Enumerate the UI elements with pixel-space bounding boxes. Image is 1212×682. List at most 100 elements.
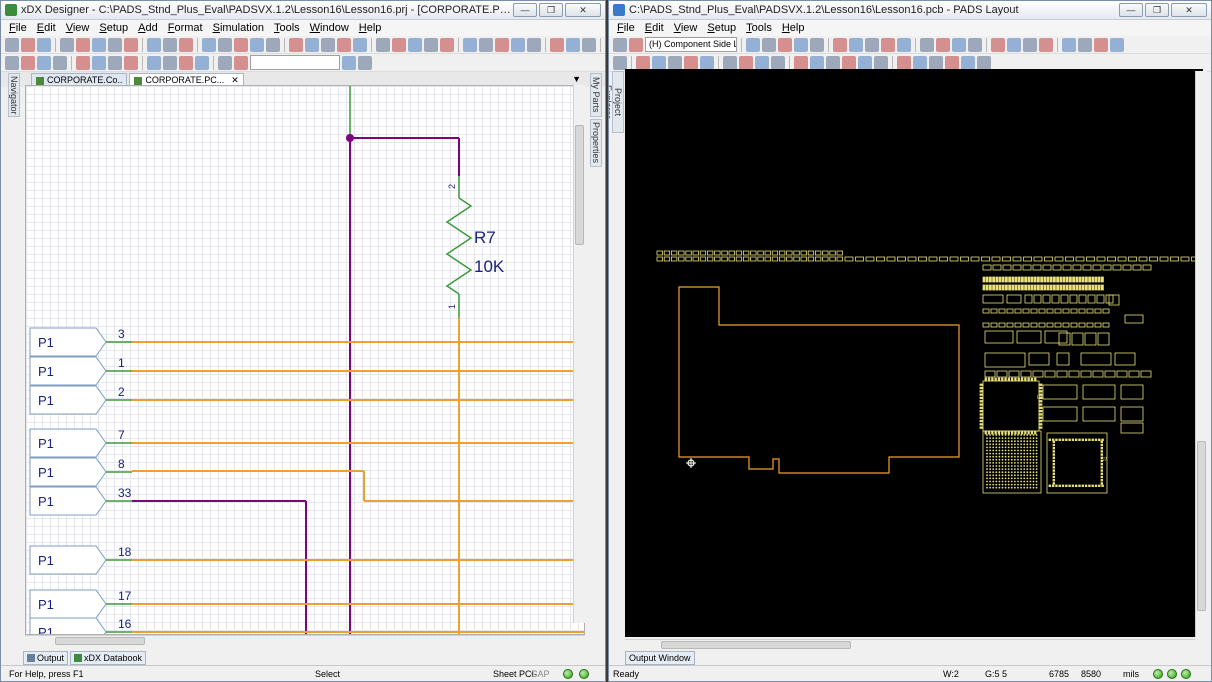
toolbar-tool-icon[interactable] [1110, 37, 1124, 52]
pcb-pad[interactable] [985, 284, 989, 291]
pcb-pad[interactable] [1014, 284, 1018, 291]
left-titlebar[interactable]: xDX Designer - C:\PADS_Stnd_Plus_Eval\PA… [1, 1, 605, 20]
pcb-footprint[interactable] [1051, 294, 1060, 304]
right-titlebar[interactable]: C:\PADS_Stnd_Plus_Eval\PADSVX.1.2\Lesson… [609, 1, 1211, 20]
pcb-pad[interactable] [1078, 284, 1082, 291]
pcb-pad[interactable] [1020, 430, 1024, 435]
pcb-footprint[interactable] [1065, 256, 1074, 262]
pcb-footprint[interactable] [1070, 308, 1078, 314]
pcb-footprint[interactable] [1105, 294, 1114, 304]
pcb-footprint[interactable] [1058, 332, 1071, 346]
pcb-footprint[interactable] [1082, 384, 1116, 400]
pcb-pad[interactable] [1004, 430, 1007, 435]
right-menu-tools[interactable]: Tools [746, 22, 772, 34]
pcb-pad[interactable] [1033, 276, 1037, 283]
toolbar-tool-icon[interactable] [37, 55, 51, 70]
pcb-footprint[interactable] [886, 256, 896, 262]
pcb-footprint[interactable] [1006, 294, 1022, 304]
pcb-footprint[interactable] [1097, 332, 1110, 346]
pcb-footprint[interactable] [982, 294, 1004, 304]
pcb-pad[interactable] [1078, 438, 1081, 442]
pcb-pad[interactable] [1074, 484, 1078, 488]
pcb-footprint[interactable] [656, 250, 663, 256]
pcb-pad[interactable] [1065, 276, 1069, 283]
pcb-footprint[interactable] [1086, 308, 1094, 314]
toolbar-tool-icon[interactable] [952, 37, 966, 52]
toolbar-tool-icon[interactable] [21, 37, 35, 52]
toolbar-tool-icon[interactable] [234, 55, 248, 70]
pcb-footprint[interactable] [771, 250, 779, 256]
pcb-footprint[interactable] [1128, 256, 1137, 262]
pcb-pad[interactable] [1052, 456, 1056, 460]
pcb-pad[interactable] [1098, 484, 1101, 488]
pcb-footprint[interactable] [1032, 370, 1044, 378]
pcb-pad[interactable] [1052, 276, 1056, 283]
pcb-pad[interactable] [1038, 416, 1043, 419]
pcb-footprint[interactable] [778, 250, 786, 256]
pcb-footprint[interactable] [692, 256, 699, 262]
pcb-pad[interactable] [1007, 377, 1011, 382]
left-menu-file[interactable]: File [9, 22, 27, 34]
toolbar-tool-icon[interactable] [342, 55, 356, 70]
toolbar-tool-icon[interactable] [810, 55, 824, 70]
pcb-footprint[interactable] [678, 256, 685, 262]
toolbar-tool-icon[interactable] [92, 37, 106, 52]
pcb-footprint[interactable] [778, 256, 786, 262]
toolbar-tool-icon[interactable] [527, 37, 541, 52]
pcb-pad[interactable] [1097, 276, 1101, 283]
pcb-footprint[interactable] [829, 250, 836, 256]
pcb-footprint[interactable] [735, 250, 743, 256]
pcb-pad[interactable] [979, 413, 984, 416]
pcb-pad[interactable] [1075, 276, 1079, 283]
pcb-pad[interactable] [1058, 484, 1061, 488]
pcb-footprint[interactable] [1086, 256, 1095, 262]
pcb-footprint[interactable] [721, 256, 728, 262]
toolbar-tool-icon[interactable] [550, 37, 564, 52]
pcb-footprint[interactable] [743, 250, 750, 256]
toolbar-tool-icon[interactable] [463, 37, 477, 52]
left-menu-add[interactable]: Add [138, 22, 158, 34]
pcb-pad[interactable] [1024, 377, 1027, 382]
pcb-footprint[interactable] [990, 322, 998, 328]
toolbar-tool-icon[interactable] [76, 55, 90, 70]
pcb-pad[interactable] [1051, 438, 1055, 442]
pcb-pad[interactable] [979, 426, 984, 429]
pcb-footprint[interactable] [1044, 370, 1056, 378]
pcb-footprint[interactable] [1022, 308, 1030, 314]
pcb-pad[interactable] [1052, 440, 1056, 444]
pcb-pad[interactable] [1034, 430, 1037, 435]
schematic-vertical-scrollbar[interactable] [573, 85, 585, 623]
output-tab[interactable]: Output [23, 651, 69, 665]
toolbar-tool-icon[interactable] [358, 55, 372, 70]
toolbar-tool-icon[interactable] [929, 55, 943, 70]
left-menu-view[interactable]: View [65, 22, 90, 34]
pcb-footprint[interactable] [786, 250, 793, 256]
pcb-footprint[interactable] [1042, 264, 1052, 271]
tab-close-icon[interactable]: ✕ [231, 75, 239, 85]
pcb-horizontal-scrollbar[interactable] [625, 639, 1195, 650]
layer-select-combo[interactable]: (H) Component Side Lay [645, 37, 737, 52]
pcb-footprint[interactable] [1042, 294, 1051, 304]
toolbar-tool-icon[interactable] [108, 55, 122, 70]
left-menu-edit[interactable]: Edit [36, 22, 56, 34]
pcb-pad[interactable] [1004, 276, 1008, 283]
pcb-pad[interactable] [1068, 438, 1071, 442]
pcb-pad[interactable] [982, 284, 986, 291]
pcb-pad[interactable] [1084, 484, 1088, 488]
toolbar-tool-icon[interactable] [179, 37, 193, 52]
pcb-pad[interactable] [979, 393, 984, 396]
toolbar-tool-icon[interactable] [945, 55, 959, 70]
pcb-pad[interactable] [1001, 276, 1005, 283]
pcb-pad[interactable] [1052, 459, 1056, 463]
pcb-pad[interactable] [1058, 438, 1061, 442]
pcb-footprint[interactable] [822, 250, 829, 256]
left-menu-tools[interactable]: Tools [273, 22, 300, 34]
pcb-pad[interactable] [1017, 430, 1020, 435]
toolbar-tool-icon[interactable] [566, 37, 580, 52]
pcb-pad[interactable] [1008, 284, 1012, 291]
tab-corporate-co[interactable]: CORPORATE.Co.. [31, 73, 128, 87]
pcb-footprint[interactable] [918, 256, 927, 262]
pcb-footprint[interactable] [991, 256, 1001, 262]
pcb-footprint[interactable] [1024, 294, 1033, 304]
